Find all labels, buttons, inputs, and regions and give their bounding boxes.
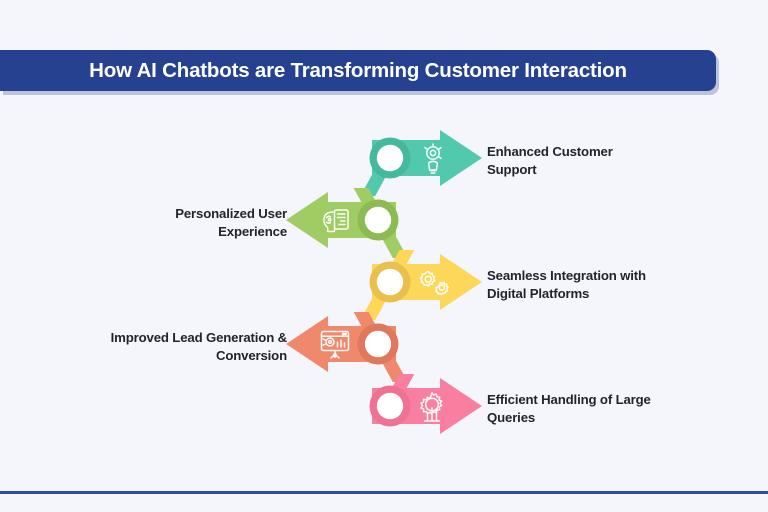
- page-title-banner: How AI Chatbots are Transforming Custome…: [0, 50, 716, 91]
- step-label-line-2: Support: [487, 162, 537, 178]
- arrow-shape-personalized-user-experience: [286, 188, 405, 258]
- step-label-line-2: Queries: [487, 410, 536, 426]
- step-label-line-1: Improved Lead Generation &: [110, 330, 288, 345]
- arrow-improved-lead-generation-conversion[interactable]: [0, 312, 768, 382]
- arrow-shape-seamless-integration-with-digital-platforms: [363, 250, 482, 320]
- step-row-improved-lead-generation-conversion: Improved Lead Generation & Conversion: [0, 312, 768, 382]
- bottom-divider: [0, 491, 768, 494]
- arrow-personalized-user-experience[interactable]: [0, 188, 768, 258]
- arrow-enhanced-customer-support[interactable]: [0, 126, 768, 196]
- step-label-line-1: Seamless Integration with: [487, 268, 646, 283]
- step-label-improved-lead-generation-conversion: Improved Lead Generation & Conversion: [0, 329, 288, 365]
- arrow-seamless-integration-with-digital-platforms[interactable]: [0, 250, 768, 320]
- page-title: How AI Chatbots are Transforming Custome…: [89, 58, 627, 82]
- step-label-line-1: Enhanced Customer: [487, 144, 613, 159]
- arrow-efficient-handling-of-large-queries[interactable]: [0, 374, 768, 444]
- step-label-line-2: Experience: [218, 224, 287, 240]
- step-label-line-2: Conversion: [215, 348, 287, 364]
- step-label-line-2: Digital Platforms: [487, 286, 590, 302]
- arrow-shape-improved-lead-generation-conversion: [286, 312, 405, 382]
- step-label-line-1: Personalized User: [175, 206, 287, 221]
- arrow-shape-efficient-handling-of-large-queries: [369, 374, 482, 434]
- arrow-shape-enhanced-customer-support: [363, 130, 482, 196]
- step-label-line-1: Efficient Handling of Large: [487, 392, 651, 407]
